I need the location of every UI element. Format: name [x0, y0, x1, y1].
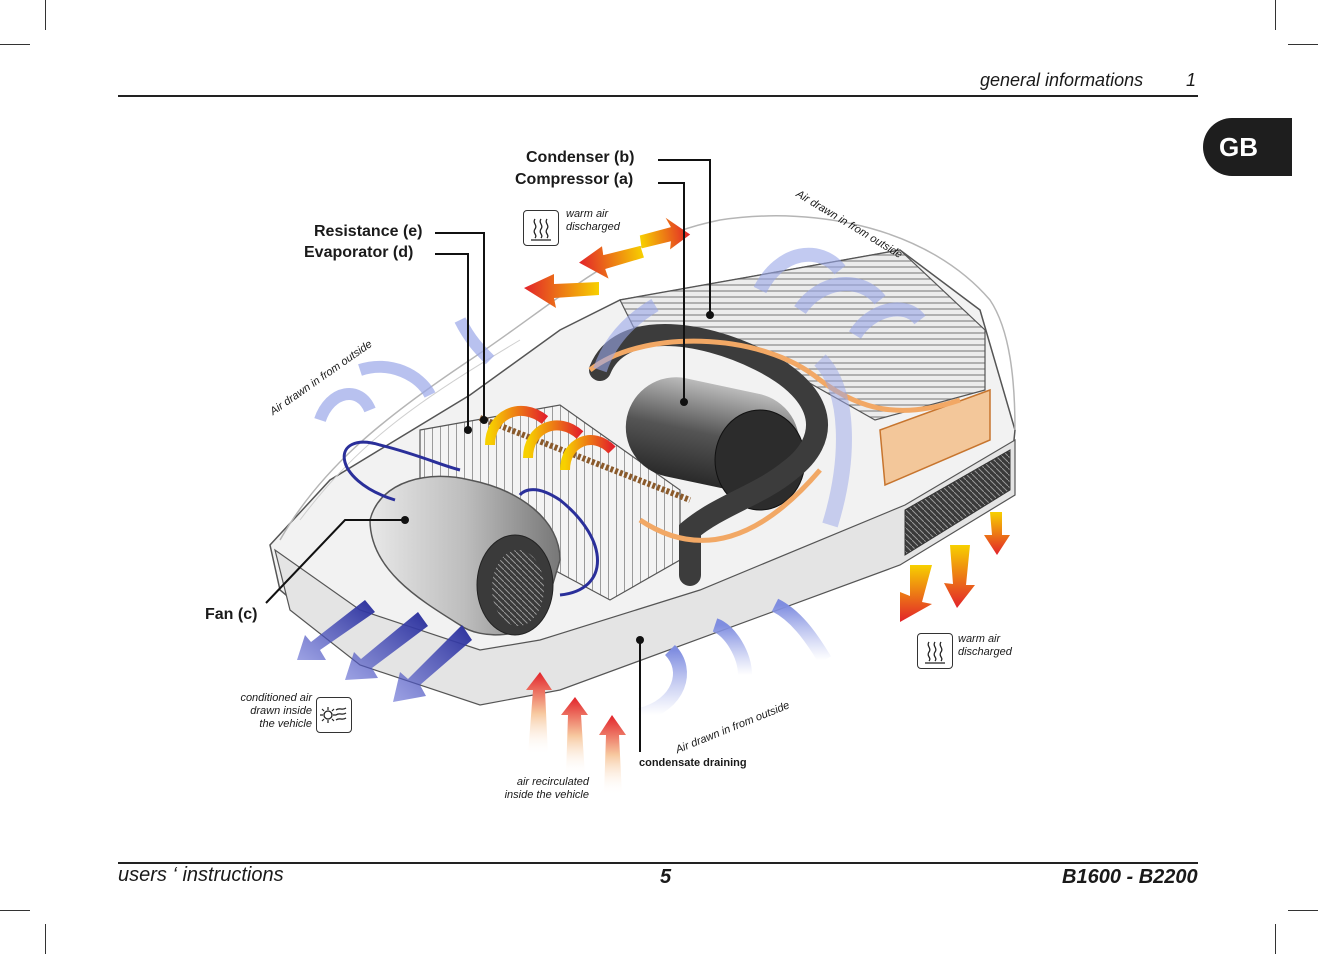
conditioned-air-arrow [345, 612, 428, 680]
warm-air-top-text: warm air discharged [566, 208, 620, 234]
warm-air-arrow [639, 217, 691, 250]
footer-rule [118, 862, 1198, 864]
leader-line [435, 253, 469, 430]
warm-air-right-text: warm air discharged [958, 633, 1012, 659]
evaporator-label: Evaporator (d) [304, 244, 414, 261]
crop-mark [1275, 0, 1276, 30]
outside-air-arrow [712, 618, 752, 676]
warm-air-line: warm air [566, 208, 609, 220]
leader-line [435, 232, 485, 420]
crop-mark [45, 0, 46, 30]
crop-mark [1288, 44, 1318, 45]
fan-wheel [492, 550, 544, 626]
leader-dot [680, 398, 688, 406]
cool-air-loop [518, 488, 599, 597]
outside-air-arrow [637, 645, 687, 722]
cool-air-loop [342, 440, 461, 502]
conditioned-line-1: conditioned air [240, 692, 312, 704]
warm-air-arrow [524, 274, 599, 308]
warm-air-arrow [579, 245, 644, 279]
fan-label: Fan (c) [205, 606, 258, 623]
chapter-number: 1 [1186, 70, 1197, 90]
leader-dot [706, 311, 714, 319]
leader-dot [464, 426, 472, 434]
crop-mark [45, 924, 46, 954]
heated-air-arrow [485, 405, 549, 446]
conditioned-air-text: conditioned air drawn inside the vehicle [226, 692, 312, 731]
outside-air-arrow [813, 354, 852, 528]
conditioned-line-3: the vehicle [259, 718, 312, 730]
discharged-line: discharged [566, 221, 620, 233]
outside-air-arrow [314, 388, 376, 423]
leader-line [265, 519, 405, 604]
outside-air-arrow [849, 302, 926, 340]
conditioned-air-arrow [297, 600, 375, 660]
page-number: 5 [660, 866, 672, 888]
outside-air-arrow [593, 298, 659, 373]
heated-air-arrow [560, 435, 616, 471]
compressor-label: Compressor (a) [515, 171, 634, 188]
leader-line [658, 159, 711, 315]
outside-air-arrow [794, 277, 886, 315]
recirc-air-arrow [599, 715, 626, 795]
warm-air-line: warm air [958, 633, 1001, 645]
recirc-air-arrow [561, 697, 588, 775]
heated-air-arrow [523, 420, 584, 459]
cool-air-fan-icon [316, 697, 352, 733]
conditioned-line-2: drawn inside [250, 705, 312, 717]
crop-mark [0, 44, 30, 45]
section-title: general informations [980, 70, 1144, 90]
leader-line [658, 182, 685, 402]
copper-pipe [638, 468, 822, 543]
warm-air-arrow [900, 565, 932, 622]
warm-air-arrow [944, 545, 975, 608]
conditioned-air-arrow [393, 625, 472, 702]
recirc-line-2: inside the vehicle [504, 789, 589, 801]
header-rule [118, 95, 1198, 97]
outside-air-arrow [771, 598, 832, 664]
crop-mark [0, 910, 30, 911]
copper-pipe [588, 338, 961, 413]
leader-dot [636, 636, 644, 644]
cover-outline [279, 215, 1016, 541]
crop-mark [1288, 910, 1318, 911]
resistance-coil [478, 415, 692, 503]
heat-waves-icon [917, 633, 953, 669]
outside-air-arrow [358, 360, 436, 399]
outside-air-arrow [454, 317, 495, 365]
warm-air-arrow [984, 512, 1010, 555]
condensate-label: condensate draining [639, 757, 747, 769]
discharged-line: discharged [958, 646, 1012, 658]
outside-air-arrow [753, 247, 846, 294]
leader-dot [480, 416, 488, 424]
language-tab: GB [1203, 118, 1292, 176]
recirc-line-1: air recirculated [516, 776, 589, 788]
crop-mark [1275, 924, 1276, 954]
recirc-air-arrow [526, 672, 552, 755]
side-vent [904, 449, 1011, 556]
heat-waves-icon [523, 210, 559, 246]
recirculated-air-text: air recirculated inside the vehicle [486, 776, 589, 802]
leader-dot [401, 516, 409, 524]
unit-tray [274, 438, 1016, 706]
model-number: B1600 - B2200 [1062, 866, 1198, 888]
condenser-label: Condenser (b) [526, 149, 635, 166]
footer-left-text: users ‘ instructions [118, 864, 284, 886]
resistance-label: Resistance (e) [314, 223, 423, 240]
refrigerant-pipe [589, 324, 828, 586]
